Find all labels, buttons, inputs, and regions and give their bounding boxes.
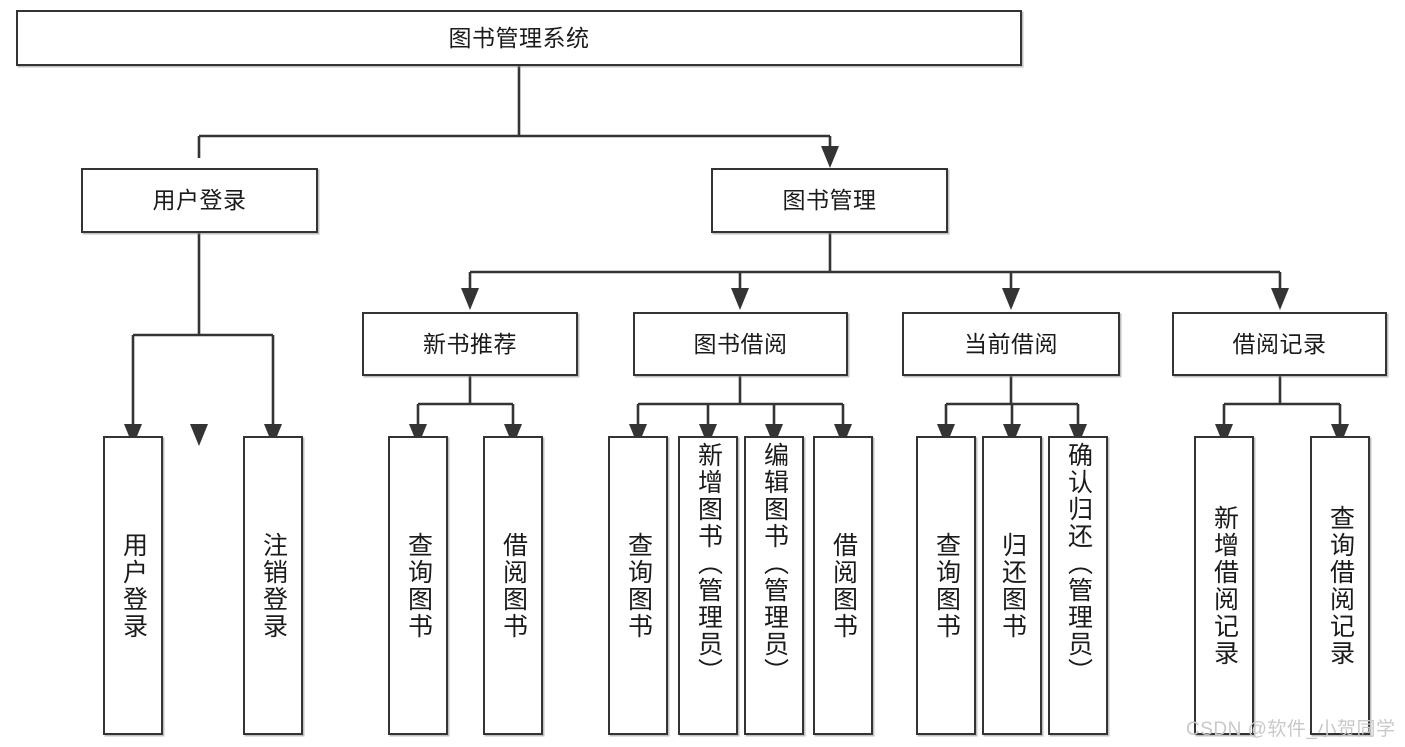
leaf-user-login-login[interactable]: 用户登录 [103, 436, 163, 735]
leaf-borrow-record-add-label: 新增借阅记录 [1210, 504, 1239, 667]
leaf-book-borrow-query[interactable]: 查询图书 [608, 436, 668, 735]
leaf-book-borrow-query-label: 查询图书 [624, 531, 653, 640]
node-new-book-recommend-label: 新书推荐 [423, 330, 517, 357]
leaf-current-borrow-confirm-label: 确认归还（管理员） [1064, 442, 1093, 685]
leaf-book-borrow-add[interactable]: 新增图书（管理员） [678, 436, 738, 735]
arrow-user-login [190, 424, 208, 446]
leaf-current-borrow-return[interactable]: 归还图书 [982, 436, 1042, 735]
arrow-new-book [461, 288, 479, 310]
arrow-book-borrow [731, 288, 749, 310]
leaf-new-book-query-label: 查询图书 [404, 531, 433, 640]
leaf-book-borrow-edit-label: 编辑图书（管理员） [760, 442, 789, 685]
node-book-borrow-label: 图书借阅 [693, 330, 788, 357]
node-user-login[interactable]: 用户登录 [81, 168, 318, 233]
node-root[interactable]: 图书管理系统 [16, 10, 1022, 66]
arrow-book-mgmt [821, 146, 839, 168]
node-current-borrow[interactable]: 当前借阅 [902, 312, 1120, 376]
leaf-current-borrow-return-label: 归还图书 [998, 531, 1027, 640]
leaf-book-borrow-borrow-label: 借阅图书 [829, 531, 858, 640]
leaf-borrow-record-add[interactable]: 新增借阅记录 [1194, 436, 1254, 735]
arrow-current-borrow [1002, 288, 1020, 310]
leaf-book-borrow-edit[interactable]: 编辑图书（管理员） [744, 436, 804, 735]
watermark: CSDN @软件_小贺同学 [1186, 719, 1396, 740]
leaf-book-borrow-add-label: 新增图书（管理员） [694, 442, 723, 685]
leaf-new-book-query[interactable]: 查询图书 [388, 436, 448, 735]
leaf-borrow-record-query-label: 查询借阅记录 [1326, 504, 1355, 667]
node-borrow-record-label: 借阅记录 [1232, 330, 1327, 357]
leaf-current-borrow-confirm[interactable]: 确认归还（管理员） [1048, 436, 1108, 735]
arrow-borrow-record [1271, 288, 1289, 310]
node-borrow-record[interactable]: 借阅记录 [1172, 312, 1387, 376]
leaf-user-login-login-label: 用户登录 [119, 531, 148, 640]
leaf-current-borrow-query[interactable]: 查询图书 [916, 436, 976, 735]
leaf-user-login-logout[interactable]: 注销登录 [243, 436, 303, 735]
leaf-borrow-record-query[interactable]: 查询借阅记录 [1310, 436, 1370, 735]
leaf-user-login-logout-label: 注销登录 [259, 531, 288, 640]
leaf-book-borrow-borrow[interactable]: 借阅图书 [813, 436, 873, 735]
node-user-login-label: 用户登录 [152, 187, 247, 214]
node-root-label: 图书管理系统 [448, 24, 590, 51]
leaf-new-book-borrow-label: 借阅图书 [499, 531, 528, 640]
node-book-borrow[interactable]: 图书借阅 [633, 312, 848, 376]
node-new-book-recommend[interactable]: 新书推荐 [362, 312, 578, 376]
node-book-management-label: 图书管理 [782, 187, 877, 214]
node-current-borrow-label: 当前借阅 [964, 330, 1058, 357]
node-book-management[interactable]: 图书管理 [711, 168, 948, 233]
leaf-current-borrow-query-label: 查询图书 [932, 531, 961, 640]
leaf-new-book-borrow[interactable]: 借阅图书 [483, 436, 543, 735]
